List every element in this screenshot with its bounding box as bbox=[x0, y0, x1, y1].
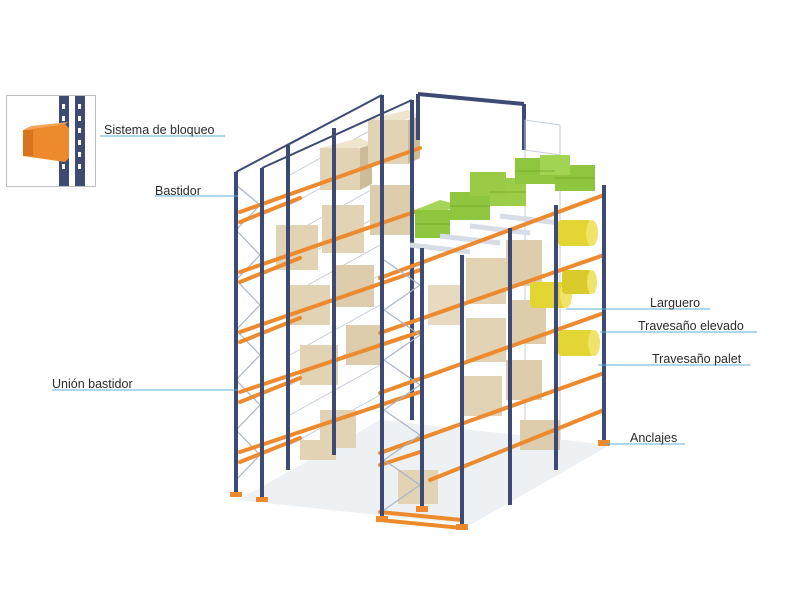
right-rack-crossbars bbox=[409, 213, 561, 255]
right-rack-uprights bbox=[380, 185, 606, 528]
yellow-barrels bbox=[530, 220, 600, 356]
label-frame: Bastidor bbox=[155, 184, 201, 198]
left-rack-loads bbox=[276, 110, 420, 460]
label-beam: Larguero bbox=[650, 296, 701, 310]
locking-system-detail-inset bbox=[6, 95, 96, 187]
aisle-tie-frame bbox=[416, 92, 526, 150]
left-rack-uprights bbox=[234, 95, 414, 500]
green-mesh-containers bbox=[415, 155, 595, 238]
right-rack bbox=[376, 119, 610, 530]
label-anchors: Anclajes bbox=[630, 431, 678, 445]
right-frame-bracing bbox=[383, 259, 421, 511]
right-rack-beams bbox=[378, 193, 606, 530]
label-pallet-crossbar: Travesaño palet bbox=[652, 352, 742, 366]
label-raised-crossbar: Travesaño elevado bbox=[638, 319, 744, 333]
label-frame-joint: Unión bastidor bbox=[52, 377, 133, 391]
left-rack-top-frame bbox=[235, 94, 413, 173]
label-locking-system: Sistema de bloqueo bbox=[104, 123, 215, 137]
locking-system-detail-illustration bbox=[23, 96, 85, 186]
left-anchor-plates bbox=[230, 492, 268, 502]
left-rack bbox=[234, 94, 422, 500]
anchor-plates bbox=[376, 440, 610, 530]
leader-lines bbox=[52, 135, 757, 445]
